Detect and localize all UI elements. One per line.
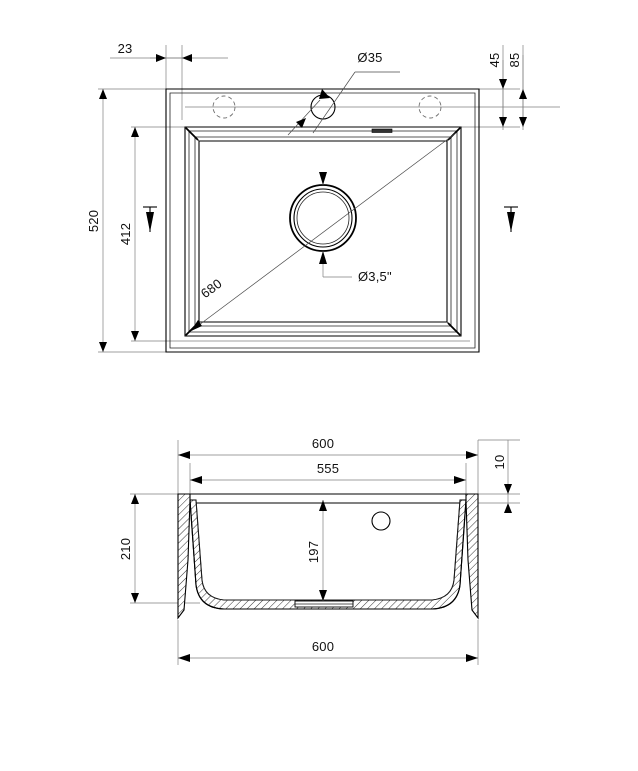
leader-tap-hole-35: Ø35 <box>287 50 400 136</box>
label-555: 555 <box>317 461 339 476</box>
marker-right-center <box>504 206 518 232</box>
label-45: 45 <box>487 53 502 68</box>
dimension-600-bottom: 600 <box>178 639 478 662</box>
dimension-555: 555 <box>190 461 466 484</box>
dimension-600-top: 600 <box>178 436 478 459</box>
sink-basin-opening <box>184 126 462 337</box>
label-d35: Ø35 <box>357 50 382 65</box>
dimension-412: 412 <box>118 127 139 341</box>
label-600-bottom: 600 <box>312 639 334 654</box>
dimension-210: 210 <box>118 494 139 603</box>
label-23: 23 <box>118 41 133 56</box>
drain-plate-section <box>294 600 354 608</box>
dimension-drain-35inch: Ø3,5" <box>319 172 392 284</box>
label-210: 210 <box>118 538 133 560</box>
label-197: 197 <box>306 541 321 563</box>
dimension-85: 85 <box>507 53 527 127</box>
sink-outer-rim <box>165 88 480 353</box>
dimension-10: 10 <box>492 440 512 513</box>
label-600-top: 600 <box>312 436 334 451</box>
overflow-hole-section <box>371 511 391 531</box>
label-85: 85 <box>507 53 522 68</box>
dimension-197: 197 <box>306 500 327 601</box>
label-d35inch: Ø3,5" <box>358 269 392 284</box>
marker-left-center <box>143 206 157 232</box>
dimension-23: 23 <box>118 41 228 62</box>
tap-hole-right-optional <box>418 95 442 119</box>
left-wall-section <box>177 493 191 620</box>
tap-hole-left-optional <box>212 95 236 119</box>
section-view-group: 600 555 10 210 197 <box>118 436 520 665</box>
label-520: 520 <box>86 210 101 232</box>
dimension-45: 45 <box>487 53 507 127</box>
label-10: 10 <box>492 455 507 470</box>
optional-tap-holes <box>212 95 442 119</box>
overflow-slot <box>371 128 393 133</box>
right-wall-section <box>465 493 479 620</box>
label-412: 412 <box>118 223 133 245</box>
sink-cross-section <box>177 493 479 620</box>
dimension-520: 520 <box>86 89 107 352</box>
